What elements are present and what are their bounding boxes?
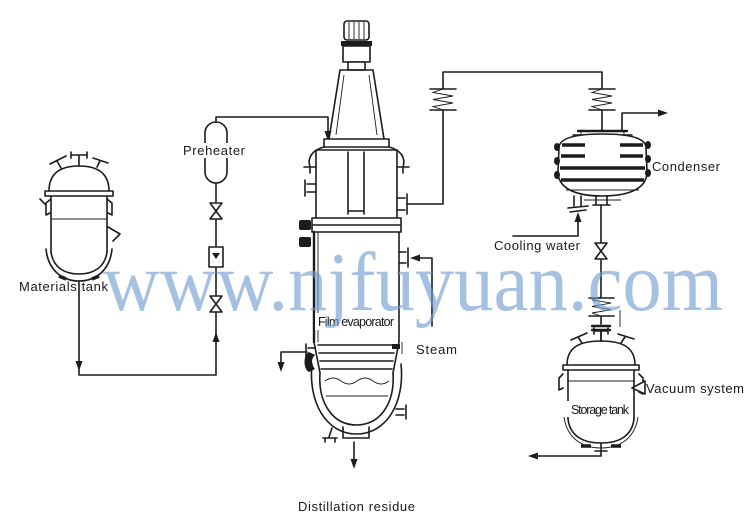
valve-icon <box>209 202 223 220</box>
residue-left-pipe <box>277 351 308 372</box>
flow-meter-icon <box>208 246 224 268</box>
vapor-pipe <box>406 71 616 205</box>
condenser-label: Condenser <box>652 159 721 174</box>
condenser-drawing <box>554 109 668 213</box>
film-evaporator-drawing <box>299 20 410 443</box>
arrow-down-icon <box>350 459 358 469</box>
storage-tank-label: Storage tank <box>571 403 630 417</box>
preheater-outlet-pipe <box>215 116 332 141</box>
arrow-left-icon <box>528 452 538 460</box>
materials-tank-drawing <box>39 151 121 282</box>
storage-tank-drawing <box>558 327 646 452</box>
motor-drive <box>341 20 372 71</box>
valve-icon <box>594 242 608 260</box>
watermark-text: www.njfuyuan.com <box>103 236 723 329</box>
materials-tank-label: Materials tank <box>19 279 109 294</box>
arrow-left-icon <box>410 254 420 262</box>
expansion-joint-icon <box>429 88 457 111</box>
arrow-up-icon <box>574 212 582 222</box>
steam-label: Steam <box>416 342 457 357</box>
steam-pipe <box>410 254 433 327</box>
film-evaporator-label: Film evaporator <box>318 315 394 329</box>
condensate-pipe <box>588 204 621 342</box>
arrow-up-icon <box>212 332 220 342</box>
cooling-water-label: Cooling water <box>494 238 581 253</box>
labels-layer: Preheater Materials tank Film evaporator… <box>19 143 744 514</box>
expansion-joint-icon <box>588 88 616 111</box>
feed-pipe-line <box>75 182 224 376</box>
arrow-right-icon <box>658 109 668 117</box>
vacuum-nozzle-icon <box>631 380 646 395</box>
valve-icon <box>209 295 223 313</box>
vacuum-system-label: Vacuum system <box>646 381 744 396</box>
residue-bottom-pipe <box>350 441 358 469</box>
arrow-down-icon <box>75 361 83 371</box>
preheater-label: Preheater <box>183 143 246 158</box>
expansion-joint-icon <box>588 296 615 317</box>
cooling-water-pipe <box>512 212 582 237</box>
arrow-down-icon <box>277 362 285 372</box>
storage-outlet-pipe <box>528 450 602 460</box>
distillation-residue-label: Distillation residue <box>298 499 415 514</box>
